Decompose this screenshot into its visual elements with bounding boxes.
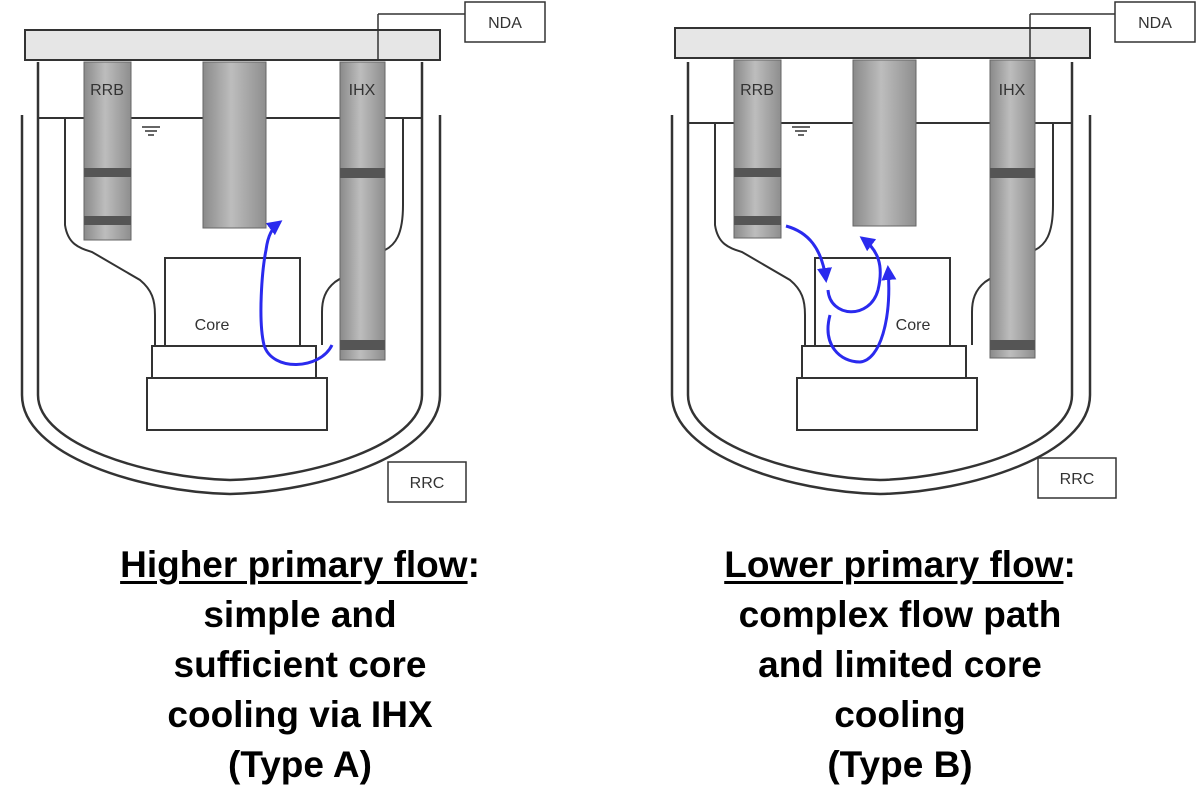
ihx-band [340,340,385,350]
rrb-band [84,216,131,225]
reactor-type-b: NDA RRB IHX Core RRC [670,1,1196,499]
rrb-label: RRB [740,82,774,99]
core-base [796,377,978,431]
caption-type-label: (Type B) [827,744,973,785]
caption-line: cooling [834,694,966,735]
ihx-column [339,61,386,361]
water-level-symbol [792,126,810,136]
flow-arrow [259,220,334,366]
core-support [801,345,967,379]
nda-box [464,1,546,43]
caption-type-b: Lower primary flow: complex flow path an… [600,540,1200,790]
caption-type-a: Higher primary flow: simple and sufficie… [0,540,600,790]
ihx-band [990,340,1035,350]
core-label: Core [896,317,931,334]
ihx-label: IHX [999,82,1026,99]
reactor-comparison-diagram: NDA RRB IHX Core RRC NDA [20,1,1196,503]
caption-colon: : [467,544,480,585]
caption-line: cooling via IHX [167,694,433,735]
main-vessel [36,62,424,482]
ihx-column [989,59,1036,359]
caption-line: sufficient core [173,644,427,685]
caption-heading: Lower primary flow [724,544,1064,585]
nda-label: NDA [1138,15,1172,32]
ihx-label: IHX [349,82,376,99]
caption-heading-line: Lower primary flow: [600,540,1200,590]
rrb-column [83,61,132,241]
nda-label: NDA [488,15,522,32]
reactor-type-a: NDA RRB IHX Core RRC [20,1,546,503]
center-column [852,59,917,227]
rrb-column [733,59,782,239]
rrb-band [84,168,131,177]
rrc-label: RRC [1060,471,1095,488]
caption-heading: Higher primary flow [120,544,468,585]
rrc-box [387,461,467,503]
flow-arrow [785,224,832,283]
main-vessel [686,62,1074,482]
rrb-band [734,216,781,225]
core-support [151,345,317,379]
core-base [146,377,328,431]
captions: Higher primary flow: simple and sufficie… [0,540,1200,795]
guard-vessel [20,115,442,496]
water-level-symbol [142,126,160,136]
caption-line: simple and [203,594,397,635]
caption-heading-line: Higher primary flow: [0,540,600,590]
rrb-label: RRB [90,82,124,99]
rrb-band [734,168,781,177]
caption-line: and limited core [758,644,1042,685]
nda-box [1114,1,1196,43]
caption-type-label: (Type A) [228,744,372,785]
center-column [202,61,267,229]
flow-arrow [826,236,882,314]
core-box [164,257,301,347]
caption-colon: : [1063,544,1076,585]
guard-vessel [670,115,1092,496]
core-label: Core [195,317,230,334]
ihx-band [990,168,1035,178]
caption-line: complex flow path [738,594,1062,635]
rrc-box [1037,457,1117,499]
roof-slab [674,27,1091,59]
inner-baffle [714,123,806,345]
flow-arrow [826,265,897,364]
ihx-band [340,168,385,178]
inner-baffle [64,118,156,345]
rrc-label: RRC [410,475,445,492]
roof-slab [24,29,441,61]
